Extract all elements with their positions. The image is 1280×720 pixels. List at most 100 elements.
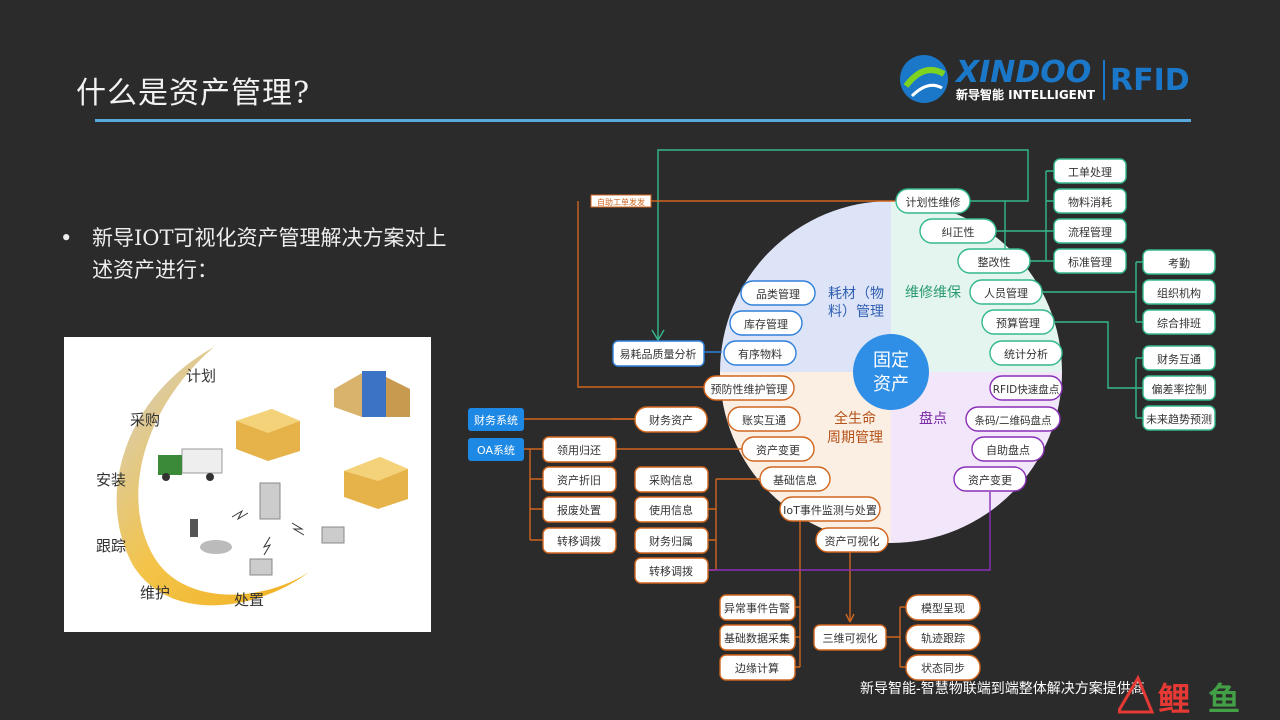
oa-items: 领用归还 资产折旧 报废处置 转移调拨 (542, 436, 617, 554)
company-logo: XINDOO 新导智能 INTELLIGENT RFID (900, 55, 1190, 103)
box-finance-asset (634, 406, 708, 433)
svg-text:鲤: 鲤 (1158, 680, 1190, 718)
center-line-1: 固定 (873, 350, 909, 371)
box-org (1142, 279, 1216, 305)
box-oa-return (542, 436, 617, 463)
pill-planned-maint (895, 188, 971, 214)
box-oa-return-label: 领用归还 (557, 443, 601, 457)
box-track (905, 624, 981, 651)
title-maintenance: 维修维保 (905, 285, 961, 301)
box-transfer-label: 转移调拨 (649, 564, 693, 578)
title-lifecycle-2: 周期管理 (827, 430, 883, 446)
box-finance-system-label: 财务系统 (474, 413, 518, 427)
box-scheduling (1142, 309, 1216, 335)
pill-inventory-mgmt-label: 库存管理 (744, 317, 788, 331)
box-finance-link-label: 财务互通 (1157, 352, 1201, 366)
footer-tagline: 新导智能-智慧物联端到端整体解决方案提供商 (860, 681, 1145, 697)
title-inventory: 盘点 (919, 410, 947, 427)
box-finance-asset-label: 财务资产 (649, 413, 693, 427)
pill-rectify (957, 248, 1031, 274)
visual-items: 模型呈现 轨迹跟踪 状态同步 (905, 594, 981, 681)
box-process-mgmt (1053, 218, 1127, 244)
label-install: 安装 (96, 471, 126, 489)
box-forecast (1142, 405, 1216, 431)
box-attendance-label: 考勤 (1168, 257, 1190, 270)
box-data-collect-label: 基础数据采集 (724, 631, 790, 645)
pill-planned-maint-label: 计划性维修 (906, 195, 961, 209)
box-edge-label: 边缘计算 (735, 661, 779, 675)
box-3d-visual (813, 624, 887, 651)
box-purchase-info (634, 466, 709, 493)
logo-globe-icon (900, 55, 948, 103)
pill-staff-mgmt (969, 279, 1043, 305)
box-material-use (1053, 188, 1127, 214)
logo-brand: XINDOO (954, 55, 1091, 90)
tag-auto-dispatch-label: 自助工单发发 (597, 197, 645, 207)
pill-budget-mgmt (981, 309, 1055, 335)
box-track-label: 轨迹跟踪 (921, 631, 965, 645)
pill-rfid (989, 375, 1063, 401)
pill-category-label: 品类管理 (756, 287, 800, 301)
pill-statistics-label: 统计分析 (1004, 347, 1048, 361)
box-material-use-label: 物料消耗 (1068, 195, 1112, 209)
lifecycle-items: 预防性维护管理 账实互通 资产变更 基础信息 IoT事件监测与处置 资产可视化 (703, 375, 889, 553)
box-attendance (1142, 249, 1216, 275)
center-fixed-asset (853, 334, 929, 410)
box-finance-link (1142, 345, 1216, 371)
pill-self-check-label: 自助盘点 (986, 443, 1030, 457)
pill-corrective-label: 纠正性 (942, 225, 975, 239)
title-consumables-2: 料）管理 (828, 304, 884, 320)
iot-items: 异常事件告警 基础数据采集 边缘计算 (719, 594, 796, 681)
box-oa-depreciation (542, 466, 617, 493)
maintenance-items: 计划性维修 纠正性 整改性 人员管理 预算管理 统计分析 (895, 188, 1063, 366)
computer-icon-2 (249, 558, 273, 576)
page-title: 什么是资产管理? (76, 76, 311, 111)
factory-icon (344, 457, 408, 509)
pill-barcode (965, 406, 1061, 432)
pill-inv-asset-change-label: 资产变更 (968, 473, 1012, 487)
box-scheduling-label: 综合排班 (1157, 316, 1201, 330)
telephone-icon (200, 540, 232, 554)
label-maintain: 维护 (140, 584, 170, 602)
title-consumables-1: 耗材（物 (828, 286, 884, 302)
label-plan: 计划 (186, 367, 216, 385)
box-data-collect (719, 624, 796, 651)
box-oa-depreciation-label: 资产折旧 (557, 473, 601, 487)
box-standard-mgmt-label: 标准管理 (1068, 255, 1112, 269)
pill-basic-info (759, 466, 831, 492)
computer-icon-1 (321, 526, 345, 544)
box-transfer (634, 557, 709, 584)
box-sync (905, 654, 981, 681)
lifecycle-illustration: 计划 采购 安装 跟踪 维护 处置 (64, 337, 431, 632)
truck-icon (158, 448, 223, 481)
basic-info-items: 采购信息 使用信息 财务归属 转移调拨 (634, 466, 709, 584)
pill-account-link-label: 账实互通 (742, 413, 786, 427)
box-usage-info-label: 使用信息 (649, 503, 693, 517)
box-oa-system-label: OA系统 (477, 444, 515, 457)
maintenance-right-items: 工单处理 物料消耗 流程管理 标准管理 (1053, 158, 1127, 274)
title-divider (95, 119, 1191, 122)
pill-rectify-label: 整改性 (978, 255, 1011, 269)
pill-asset-visual-label: 资产可视化 (825, 534, 880, 548)
label-dispose: 处置 (234, 591, 264, 609)
box-purchase-info-label: 采购信息 (649, 473, 693, 487)
pill-preventive (703, 375, 795, 401)
box-work-order (1053, 158, 1127, 184)
bullet-text: 新导IOT可视化资产管理解决方案对上述资产进行： (92, 226, 447, 282)
center-line-2: 资产 (873, 374, 909, 395)
server-icon (259, 482, 281, 520)
box-finance-system (468, 408, 524, 431)
box-sync-label: 状态同步 (921, 661, 965, 675)
pill-statistics (989, 340, 1063, 366)
budget-items: 财务互通 偏差率控制 未来趋势预测 (1142, 345, 1216, 431)
pill-iot-event-label: IoT事件监测与处置 (783, 504, 877, 517)
box-oa-system (468, 438, 524, 461)
box-consumable-quality (612, 340, 705, 367)
consumables-items: 品类管理 库存管理 有序物料 易耗品质量分析 (612, 280, 816, 367)
box-work-order-label: 工单处理 (1068, 166, 1112, 179)
box-forecast-label: 未来趋势预测 (1146, 413, 1212, 426)
box-alarm (719, 594, 796, 621)
phone-icon (190, 519, 198, 537)
box-oa-transfer-label: 转移调拨 (557, 534, 601, 548)
